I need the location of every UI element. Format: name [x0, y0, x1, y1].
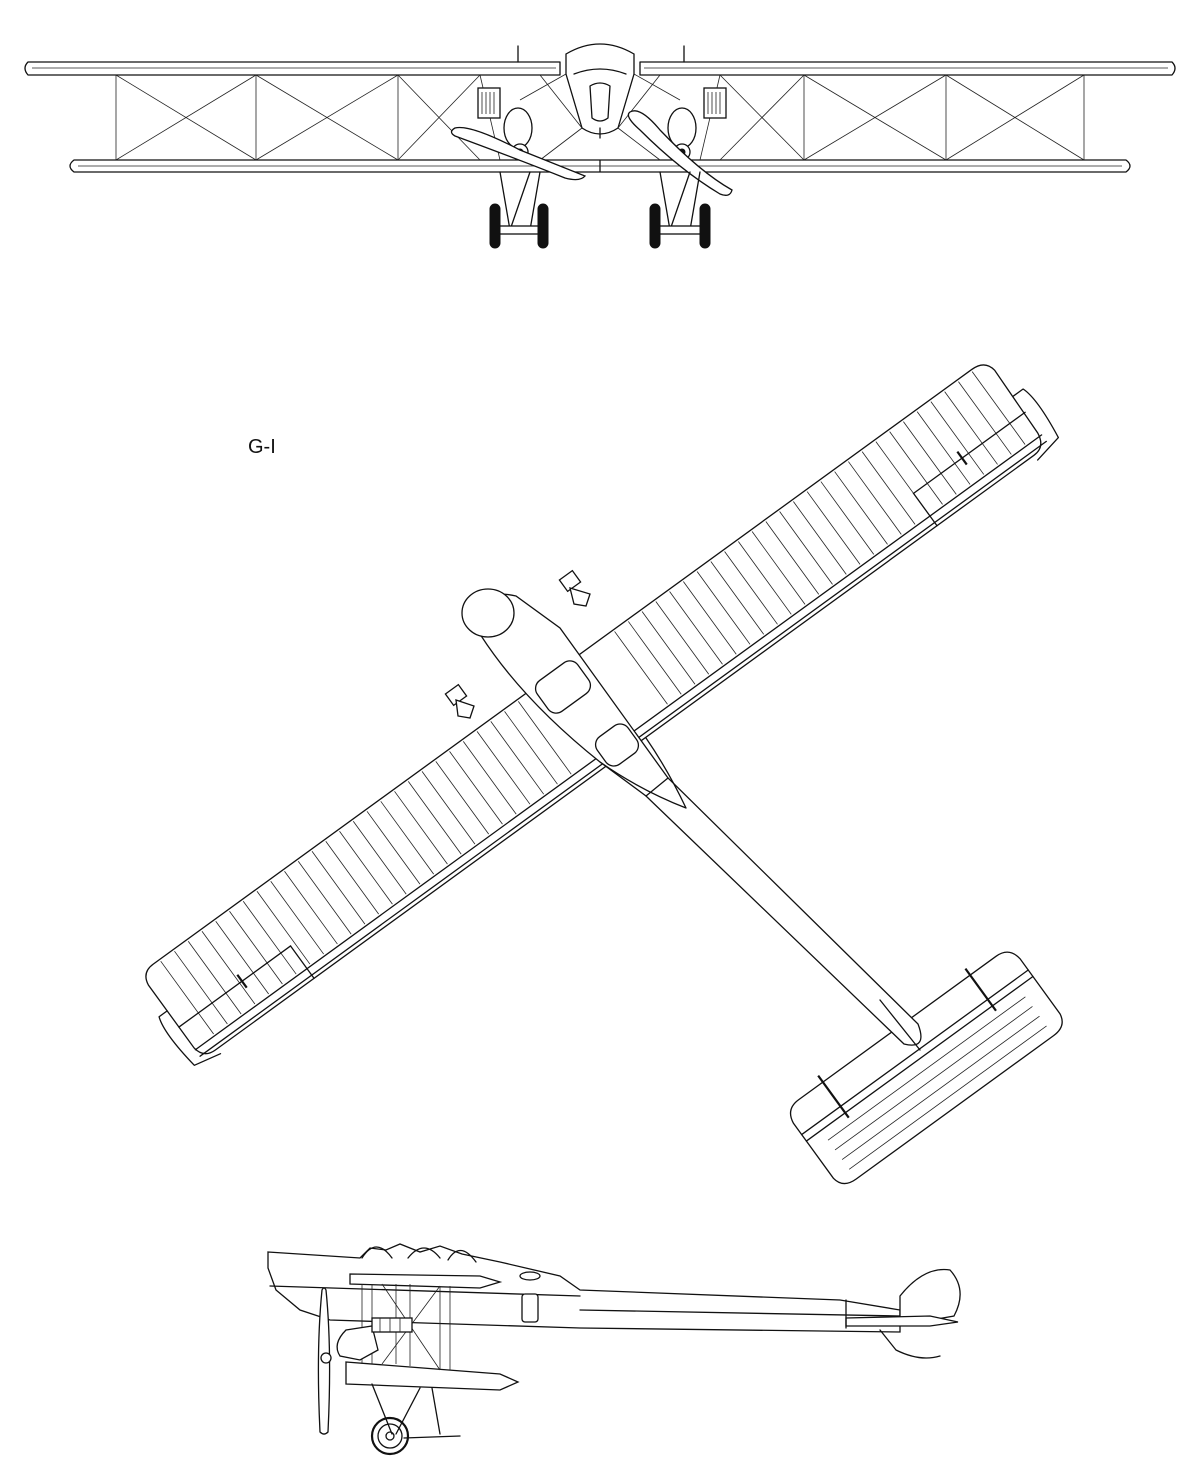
side-wheel	[370, 1416, 410, 1456]
wing-rib	[861, 451, 916, 525]
wing-rib	[242, 901, 297, 975]
wing-rib	[944, 391, 998, 465]
front-cabane-struts	[519, 73, 681, 161]
wing-rib	[820, 481, 875, 555]
top-engine-right	[558, 569, 591, 607]
wing-rib	[806, 491, 861, 565]
wing-rib	[449, 751, 503, 825]
wing-rib	[215, 920, 269, 995]
wing-rib	[435, 761, 490, 835]
front-lower-wing	[69, 159, 1131, 173]
left-engine	[450, 87, 587, 181]
wing-rib	[187, 940, 242, 1015]
wing-rib	[421, 771, 476, 845]
wing-rib	[669, 591, 723, 665]
wing-rib	[793, 501, 847, 575]
wing-rib	[641, 611, 696, 685]
left-propeller	[450, 126, 587, 181]
top-cockpit-front	[534, 660, 592, 714]
wing-rib	[462, 741, 517, 815]
wing-rib	[284, 871, 338, 945]
wing-rib	[724, 551, 778, 625]
top-fuselage	[461, 588, 922, 1051]
front-upper-wing	[24, 61, 1176, 76]
wing-rib	[628, 621, 682, 695]
side-engine	[336, 1325, 379, 1361]
wing-rib	[971, 371, 1026, 445]
top-cockpit-rear	[594, 723, 640, 767]
side-upper-wing	[349, 1273, 503, 1289]
wing-rib	[930, 401, 985, 475]
wing-rib	[738, 541, 792, 615]
top-view	[145, 364, 1063, 1185]
top-tailplane	[789, 951, 1063, 1185]
wing-ribs	[160, 371, 1026, 1035]
wing-rib	[380, 801, 434, 875]
wing-rib	[394, 791, 448, 865]
front-landing-gear	[489, 171, 711, 249]
wing-rib	[174, 950, 228, 1025]
wing-rib	[614, 631, 668, 705]
side-landing-gear	[370, 1383, 461, 1456]
wing-rib	[490, 721, 545, 795]
wing-rib	[710, 561, 765, 635]
wing-rib	[696, 571, 751, 645]
wing-rib	[270, 881, 324, 955]
wing-rib	[325, 841, 379, 915]
wing-rib	[916, 411, 971, 485]
wing-rib	[517, 701, 572, 775]
wing-rib	[504, 711, 558, 785]
wing-rib	[339, 831, 393, 905]
right-engine	[627, 87, 733, 196]
front-wing-bracing	[115, 74, 1085, 161]
wing-rib	[366, 811, 421, 885]
wing-rib	[407, 781, 462, 855]
wing-rib	[297, 861, 352, 935]
wing-rib	[476, 731, 531, 805]
side-lower-wing	[345, 1361, 520, 1391]
wing-rib	[683, 581, 737, 655]
top-engine-left	[444, 683, 475, 719]
wing-rib	[311, 851, 366, 925]
side-tail-fin	[899, 1268, 961, 1323]
wing-rib	[958, 381, 1012, 455]
wing-rib	[655, 601, 710, 675]
wing-rib	[903, 421, 957, 495]
wing-rib	[889, 431, 943, 505]
wing-rib	[352, 821, 407, 895]
side-fuselage	[267, 1243, 901, 1333]
side-view	[267, 1243, 961, 1456]
top-nose-cowl	[461, 588, 515, 638]
wing-rib	[229, 910, 283, 985]
wing-rib	[834, 471, 888, 545]
wing-rib	[779, 511, 833, 585]
wing-rib	[160, 960, 214, 1035]
wing-rib	[765, 521, 820, 595]
aircraft-designation-label: G-I	[248, 436, 276, 458]
wing-rib	[256, 891, 311, 965]
wing-rib	[201, 930, 256, 1005]
right-propeller	[627, 110, 733, 196]
side-window	[521, 1293, 539, 1323]
wing-rib	[848, 461, 902, 535]
front-view	[24, 43, 1176, 249]
wing-rib	[751, 531, 806, 605]
front-fuselage-nose	[565, 43, 635, 135]
